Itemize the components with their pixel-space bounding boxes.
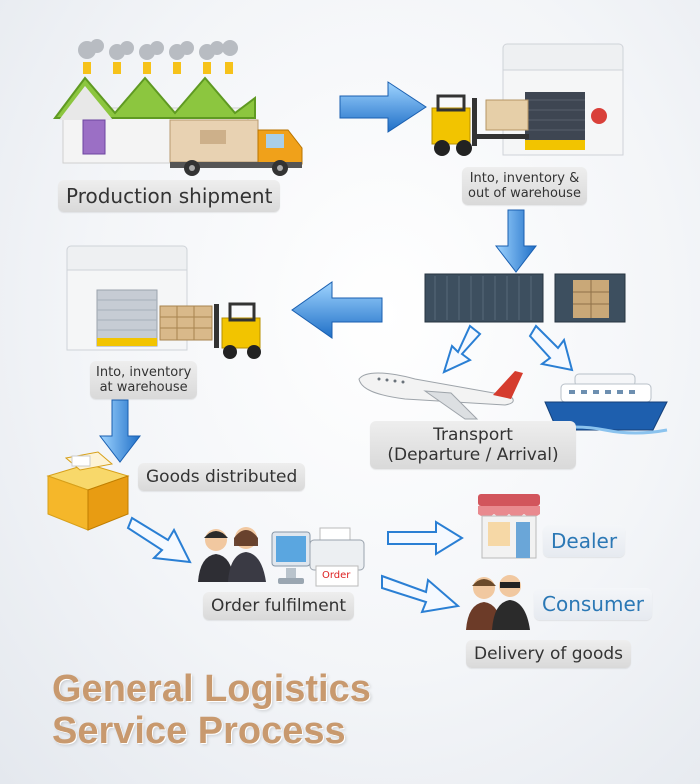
operator-icon <box>198 527 266 582</box>
arrow-down-icon <box>494 209 538 273</box>
arrow-left-icon <box>291 281 383 339</box>
warehouse-out-line2: out of warehouse <box>468 186 581 201</box>
diagram-title: General Logistics Service Process <box>52 668 371 752</box>
warehouse-icon <box>66 245 188 351</box>
arrow-outline-icon <box>381 574 461 614</box>
shop-icon <box>478 494 540 559</box>
arrow-down-icon <box>98 399 142 463</box>
title-line1: General Logistics <box>52 668 371 710</box>
truck-icon <box>169 119 303 176</box>
computer-icon <box>271 531 311 584</box>
transport-line2: (Departure / Arrival) <box>387 445 559 465</box>
warehouse-out-label: Into, inventory & out of warehouse <box>462 167 587 205</box>
dealer-label: Dealer <box>543 525 626 557</box>
arrow-outline-icon <box>387 520 464 556</box>
goods-distributed-label: Goods distributed <box>138 463 306 491</box>
box-icon <box>46 451 130 531</box>
arrow-outline-icon <box>442 324 482 374</box>
transport-label: Transport (Departure / Arrival) <box>370 421 576 469</box>
order-tag: Order <box>322 570 351 581</box>
forklift-icon <box>159 302 261 359</box>
consumer-icon <box>466 575 530 630</box>
forklift-icon <box>431 94 529 156</box>
order-fulfilment-label: Order fulfilment <box>203 592 355 620</box>
warehouse-in-label: Into, inventory at warehouse <box>90 361 198 399</box>
transport-line1: Transport <box>433 425 513 445</box>
airplane-icon <box>358 371 523 420</box>
delivery-of-goods-label: Delivery of goods <box>466 640 631 668</box>
container-icon <box>424 273 626 323</box>
production-shipment-label: Production shipment <box>58 180 281 212</box>
arrow-outline-icon <box>126 516 192 564</box>
warehouse-icon <box>502 43 624 156</box>
warehouse-out-line1: Into, inventory & <box>469 171 580 186</box>
warehouse-in-line2: at warehouse <box>99 380 188 395</box>
title-line2: Service Process <box>52 710 346 752</box>
consumer-label: Consumer <box>534 588 652 620</box>
arrow-right-icon <box>339 81 427 133</box>
ship-icon <box>544 373 668 435</box>
warehouse-in-line1: Into, inventory <box>96 365 192 380</box>
arrow-outline-icon <box>528 324 574 372</box>
printer-icon <box>309 527 365 587</box>
